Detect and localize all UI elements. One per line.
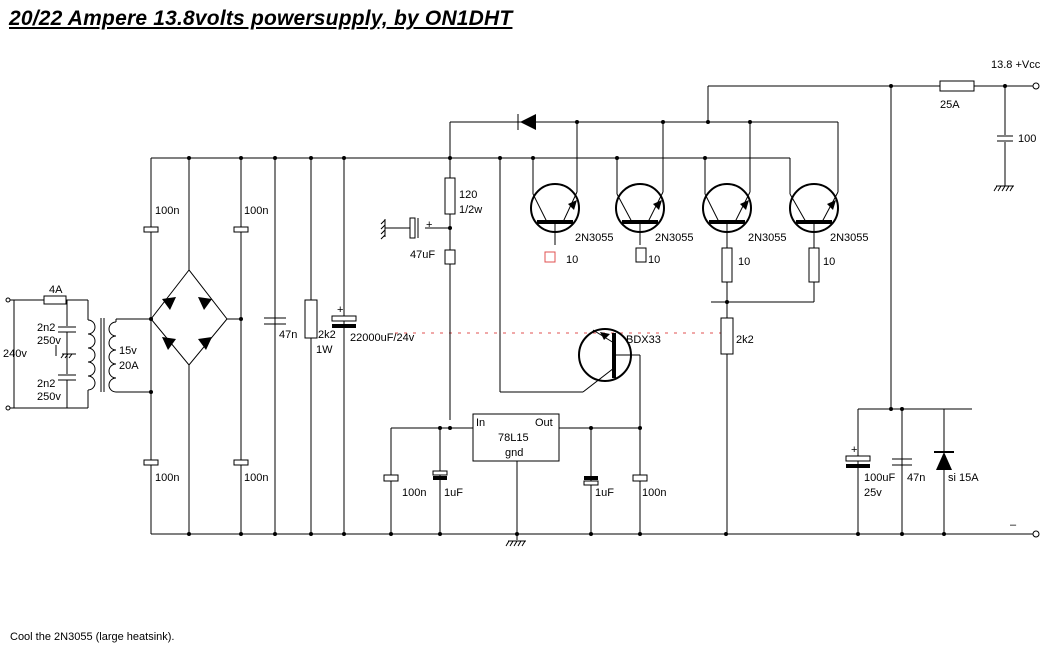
svg-text:+: + bbox=[426, 219, 432, 231]
reg-output-cap-2-label: 100n bbox=[642, 487, 666, 499]
mains-terminal-bottom[interactable] bbox=[5, 405, 11, 411]
transistor-q4: 2N3055 bbox=[789, 158, 869, 248]
vcc-terminal[interactable] bbox=[1032, 82, 1040, 90]
emitter-resistor-1-label: 10 bbox=[566, 254, 578, 266]
transformer-secondary bbox=[108, 321, 117, 393]
reg-output-cap-1-label: 1uF bbox=[595, 487, 614, 499]
q2-label: 2N3055 bbox=[655, 232, 694, 244]
resistor-120 bbox=[444, 177, 456, 215]
emitter-resistor-2-label: 10 bbox=[648, 254, 660, 266]
driver-stage: BDX33 2k2 bbox=[499, 158, 754, 534]
bridge-diode-4-icon bbox=[198, 337, 212, 350]
bridge-diode-3-icon bbox=[162, 337, 176, 350]
reference-regulator: In Out 78L15 gnd 100n 1uF 1uF 100n bbox=[383, 413, 666, 547]
bleeder-resistor bbox=[304, 299, 318, 339]
resistor-120-value: 120 bbox=[459, 189, 477, 201]
bridge-cap-4-label: 100n bbox=[244, 472, 268, 484]
pass-transistors: 2N3055 2N3055 2N3055 bbox=[530, 158, 869, 318]
reg-input-cap-2-label: 1uF bbox=[444, 487, 463, 499]
input-fuse bbox=[43, 295, 67, 305]
mains-cap-top-label: 2n2 bbox=[37, 322, 55, 334]
vcc-label: 13.8 +Vcc bbox=[991, 59, 1040, 71]
svg-text:+: + bbox=[851, 444, 857, 456]
output-fuse-label: 25A bbox=[940, 99, 960, 111]
transformer-primary bbox=[87, 319, 96, 391]
emitter-resistor-3-label: 10 bbox=[738, 256, 750, 268]
crowbar-diode-label: si 15A bbox=[948, 472, 979, 484]
regulator-out-label: Out bbox=[535, 417, 553, 429]
diode-icon bbox=[520, 114, 536, 130]
output-cap-label: 100 bbox=[1018, 133, 1036, 145]
regulator-gnd-label: gnd bbox=[505, 447, 523, 459]
filter-cap-47n-label: 47n bbox=[279, 329, 297, 341]
mains-cap-top-voltage: 250v bbox=[37, 335, 61, 347]
emitter-resistor-3 bbox=[721, 247, 733, 283]
output-electrolytic bbox=[845, 455, 871, 462]
bridge-cap-2-label: 100n bbox=[244, 205, 268, 217]
minus-label: – bbox=[1010, 519, 1017, 531]
transistor-q3: 2N3055 bbox=[702, 158, 787, 248]
regulator-in-label: In bbox=[476, 417, 485, 429]
bridge-cap-1-label: 100n bbox=[155, 205, 179, 217]
bridge-diode-1-icon bbox=[162, 297, 176, 310]
output-section: 13.8 +Vcc 25A 100 bbox=[707, 59, 1040, 409]
output-filter: + 100uF 25v 47n si 15A bbox=[845, 407, 979, 534]
bridge-cap-3-label: 100n bbox=[155, 472, 179, 484]
bridge-rectifier: 100n 100n 100n 100n bbox=[143, 158, 268, 534]
minus-terminal[interactable] bbox=[1032, 530, 1040, 538]
positive-rail bbox=[151, 156, 790, 160]
svg-text:+: + bbox=[337, 304, 343, 316]
output-electrolytic-value: 100uF bbox=[864, 472, 895, 484]
regulator-name: 78L15 bbox=[498, 432, 529, 444]
footnote: Cool the 2N3055 (large heatsink). bbox=[10, 631, 175, 643]
secondary-voltage-label: 15v bbox=[119, 345, 137, 357]
bleeder-resistor-power: 1W bbox=[316, 344, 333, 356]
regulator-78l15 bbox=[472, 413, 560, 462]
secondary-current-label: 20A bbox=[119, 360, 139, 372]
transistor-q1: 2N3055 bbox=[530, 158, 614, 245]
reg-input-cap-1-label: 100n bbox=[402, 487, 426, 499]
bridge-diode-2-icon bbox=[198, 297, 212, 310]
filter-section: 47n 2k2 1W + 22000uF/24v bbox=[264, 158, 725, 534]
mains-input: 4A 240v 2n2 250v 2n2 250v 15v 20A bbox=[3, 284, 151, 411]
q4-label: 2N3055 bbox=[830, 232, 869, 244]
mains-voltage-label: 240v bbox=[3, 348, 27, 360]
feedback-resistor-label: 2k2 bbox=[736, 334, 754, 346]
bleeder-resistor-value: 2k2 bbox=[318, 329, 336, 341]
transistor-q2: 2N3055 bbox=[615, 158, 694, 245]
emitter-resistor-4 bbox=[808, 247, 820, 283]
resistor-120-power: 1/2w bbox=[459, 204, 482, 216]
input-fuse-label: 4A bbox=[49, 284, 63, 296]
cap-47uf bbox=[409, 217, 416, 239]
mains-terminal-top[interactable] bbox=[5, 297, 11, 303]
base-drive: 120 1/2w + 47uF bbox=[380, 158, 482, 420]
output-cap-47n-label: 47n bbox=[907, 472, 925, 484]
q1-label: 2N3055 bbox=[575, 232, 614, 244]
collector-rail bbox=[449, 114, 839, 192]
output-fuse bbox=[939, 80, 975, 92]
crowbar-diode-icon bbox=[936, 452, 952, 470]
schematic-title: 20/22 Ampere 13.8volts powersupply, by O… bbox=[9, 7, 513, 30]
emitter-resistor-4-label: 10 bbox=[823, 256, 835, 268]
output-electrolytic-voltage: 25v bbox=[864, 487, 882, 499]
cap-47uf-label: 47uF bbox=[410, 249, 435, 261]
main-electrolytic-label: 22000uF/24v bbox=[350, 332, 415, 344]
ground-rail: – bbox=[151, 519, 1040, 538]
mains-cap-bottom-voltage: 250v bbox=[37, 391, 61, 403]
q3-label: 2N3055 bbox=[748, 232, 787, 244]
mains-cap-bottom-label: 2n2 bbox=[37, 378, 55, 390]
bdx33-label: BDX33 bbox=[626, 334, 661, 346]
feedback-resistor bbox=[720, 317, 734, 355]
main-electrolytic bbox=[331, 315, 357, 322]
